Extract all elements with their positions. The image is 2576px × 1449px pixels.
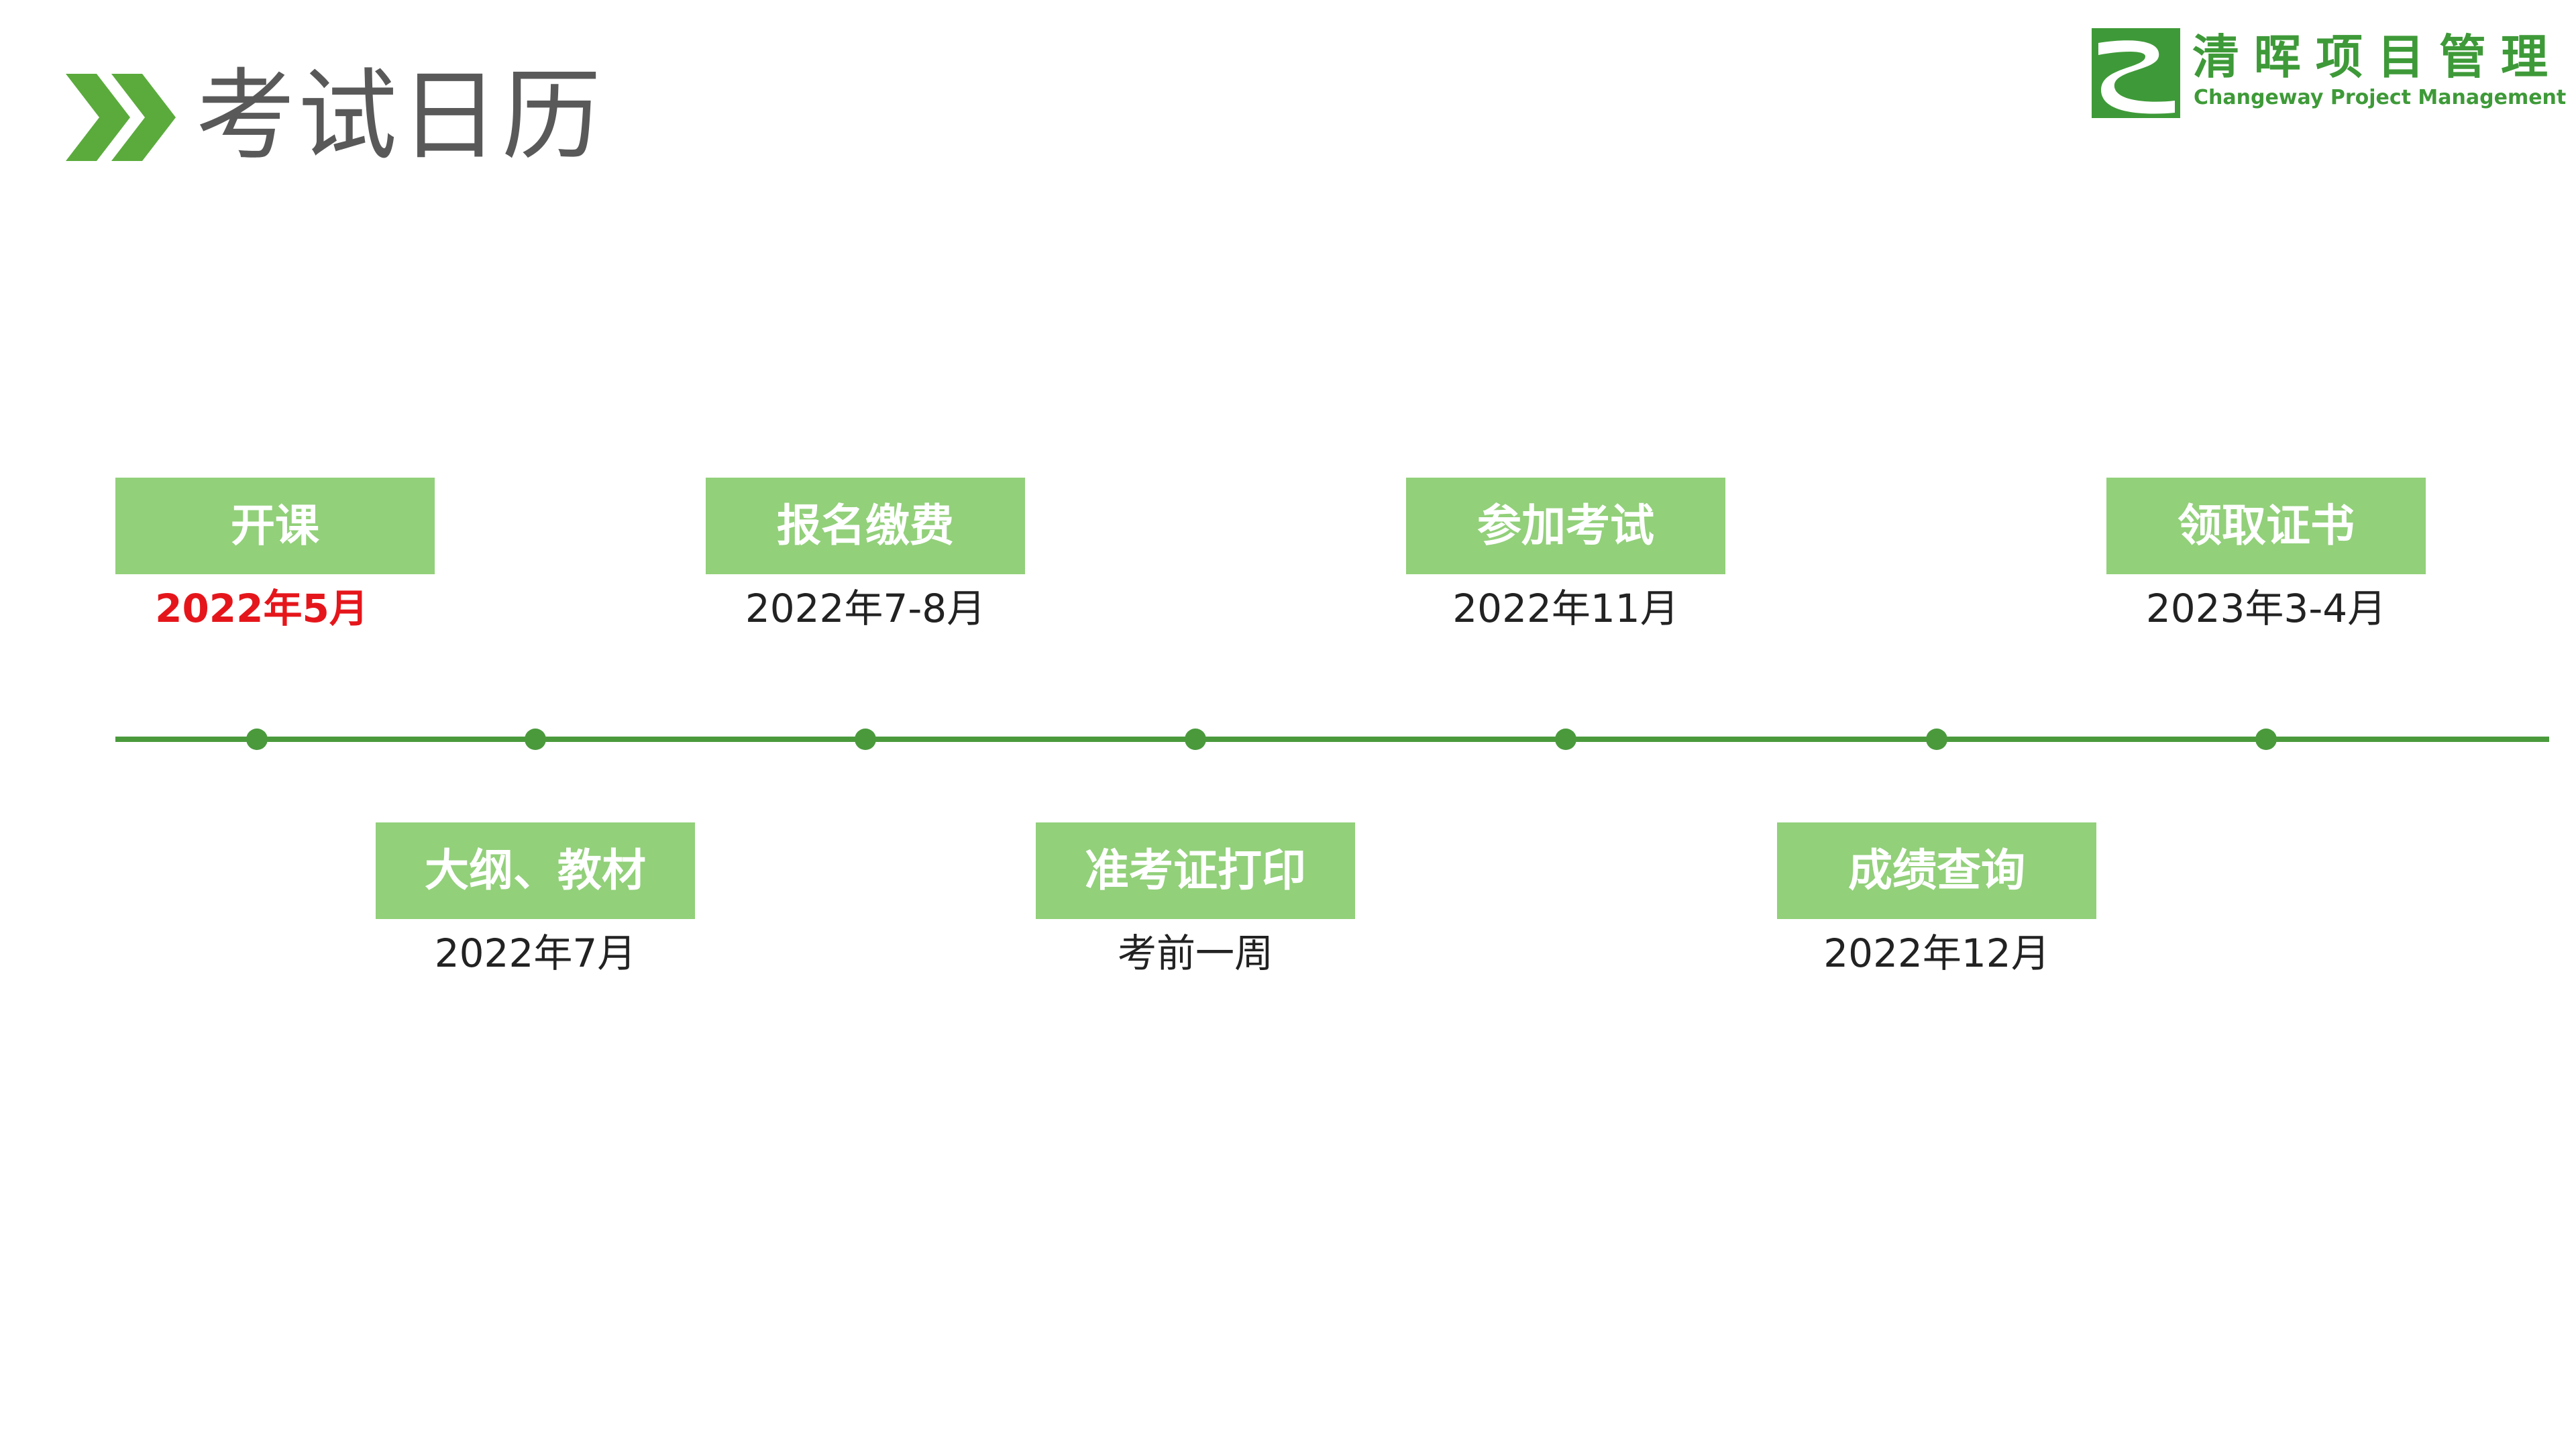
- stage-label-box: 领取证书: [2106, 478, 2426, 574]
- timeline-dot: [1926, 729, 1947, 750]
- timeline-dot: [855, 729, 876, 750]
- timeline-dot: [1555, 729, 1576, 750]
- stage-date: 2022年5月: [155, 586, 368, 631]
- stage-label-box: 成绩查询: [1777, 822, 2096, 919]
- logo-name-cn: 清晖项目管理: [2192, 30, 2563, 85]
- timeline-dot: [1185, 729, 1206, 750]
- timeline-dot: [246, 729, 268, 750]
- river-logo-icon: [2092, 28, 2180, 118]
- stage-date: 2022年11月: [1452, 586, 1679, 631]
- stage-date: 考前一周: [1117, 930, 1273, 976]
- stage-label-box: 开课: [115, 478, 435, 574]
- stage-date: 2022年7-8月: [745, 586, 986, 631]
- stage-label-box: 报名缴费: [706, 478, 1025, 574]
- double-chevron-right-icon: [66, 74, 176, 161]
- stage-date: 2023年3-4月: [2145, 586, 2387, 631]
- stage-date: 2022年12月: [1823, 930, 2050, 976]
- stage-label-box: 大纲、教材: [376, 822, 695, 919]
- page-title: 考试日历: [196, 58, 604, 174]
- logo-name-en: Changeway Project Management: [2194, 86, 2567, 109]
- stage-date: 2022年7月: [434, 930, 637, 976]
- timeline-dot: [525, 729, 546, 750]
- timeline-dot: [2255, 729, 2277, 750]
- company-logo: 清晖项目管理 Changeway Project Management: [2092, 28, 2566, 122]
- stage-label-box: 准考证打印: [1036, 822, 1355, 919]
- stage-label-box: 参加考试: [1406, 478, 1725, 574]
